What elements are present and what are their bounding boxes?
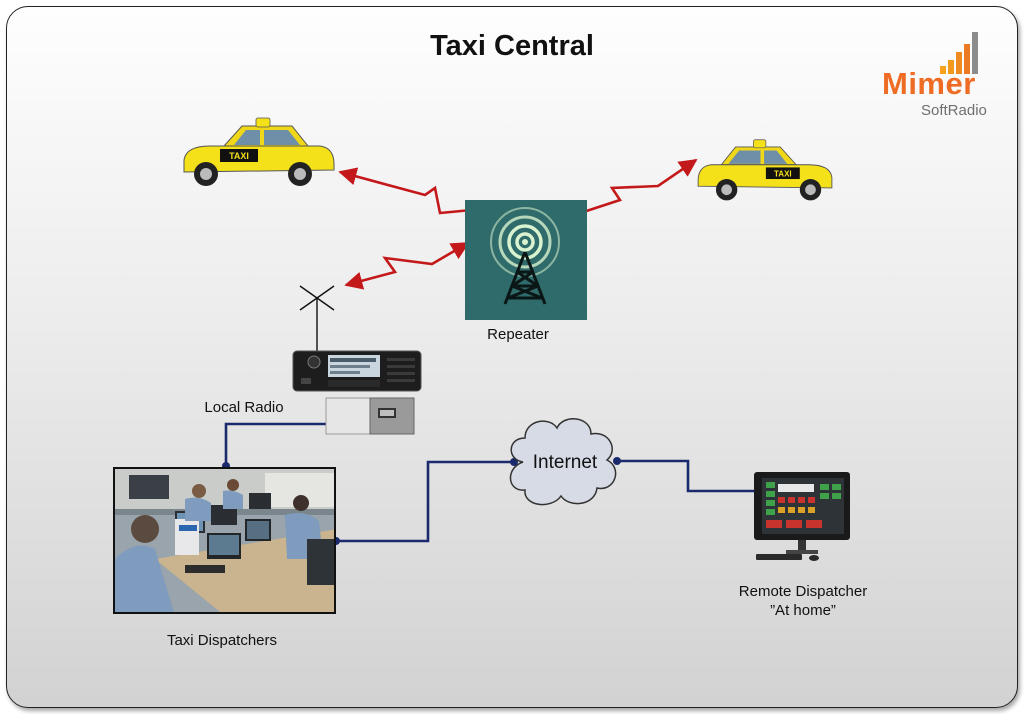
radio-link-taxi-right [563,158,698,222]
brand-product: SoftRadio [921,102,987,119]
dispatch-room-photo [113,467,336,614]
taxi-icon: TAXI [183,117,335,186]
wire-dispatchers-to-internet [336,460,514,543]
radio-link-taxi-left [338,167,484,220]
repeater-label: Repeater [487,326,549,343]
antenna-icon [299,285,335,356]
remote-dispatcher-line2: ”At home” [770,602,836,619]
repeater-tower-icon [465,200,587,320]
taxi-icon: TAXI [697,139,833,201]
radio-icon [292,350,422,392]
brand-name: Mimer [882,66,976,101]
cloud-icon [509,418,617,506]
taxi-dispatchers-label: Taxi Dispatchers [166,632,278,649]
monitor-icon [754,472,850,561]
remote-dispatcher-label: Remote Dispatcher ”At home” [722,582,884,620]
radio-link-local-radio [344,241,470,290]
remote-dispatcher-line1: Remote Dispatcher [738,583,868,600]
diagram-title: Taxi Central [430,30,594,62]
internet-label: Internet [532,452,598,473]
mimer-logo: Mimer SoftRadio [880,30,1000,120]
svg-text:TAXI: TAXI [774,169,792,178]
wire-internet-to-remote [617,459,758,493]
local-radio-label: Local Radio [204,399,284,416]
svg-text:TAXI: TAXI [229,151,249,161]
interface-box-icon [325,397,415,435]
